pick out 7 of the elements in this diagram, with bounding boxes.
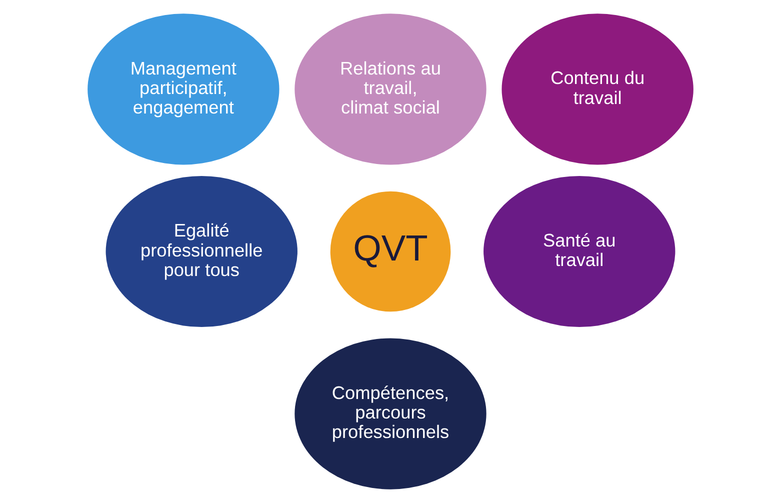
node-ellipse: Egalité professionnelle pour tous [105,176,297,328]
node-ellipse: Relations au travail, climat social [294,14,486,165]
node-ellipse: Contenu du travail [501,14,693,165]
node-circle: QVT [330,191,450,312]
node-ellipse: Compétences, parcours professionnels [294,338,486,490]
node-ellipse: Management participatif, engagement [87,14,279,165]
node-ellipse: Santé au travail [483,176,675,328]
